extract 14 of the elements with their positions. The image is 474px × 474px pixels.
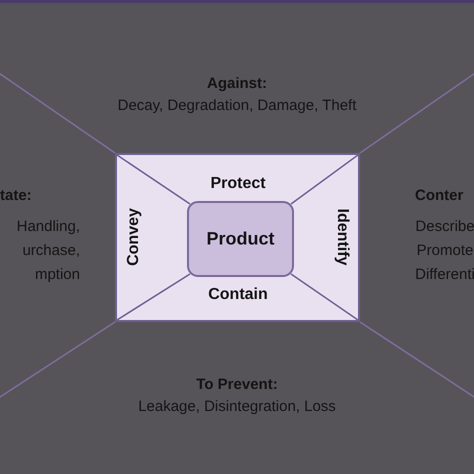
heading: To Prevent: [196, 376, 278, 393]
node-label: Protect [210, 175, 266, 193]
node-label: Product [206, 228, 274, 250]
heading: Against: [207, 75, 267, 92]
heading: Conter [415, 187, 464, 204]
body-text: Describe Promote Differenti [414, 217, 474, 285]
product-box [187, 201, 294, 277]
body-text: Leakage, Disintegration, Loss [138, 398, 336, 415]
body-text: Decay, Degradation, Damage, Theft [118, 97, 356, 114]
heading: tate: [0, 187, 32, 204]
node-label: Convey [125, 208, 143, 266]
node-label: Contain [208, 286, 268, 304]
body-text: Handling, urchase, mption [16, 217, 80, 285]
node-label: Identify [333, 208, 351, 266]
